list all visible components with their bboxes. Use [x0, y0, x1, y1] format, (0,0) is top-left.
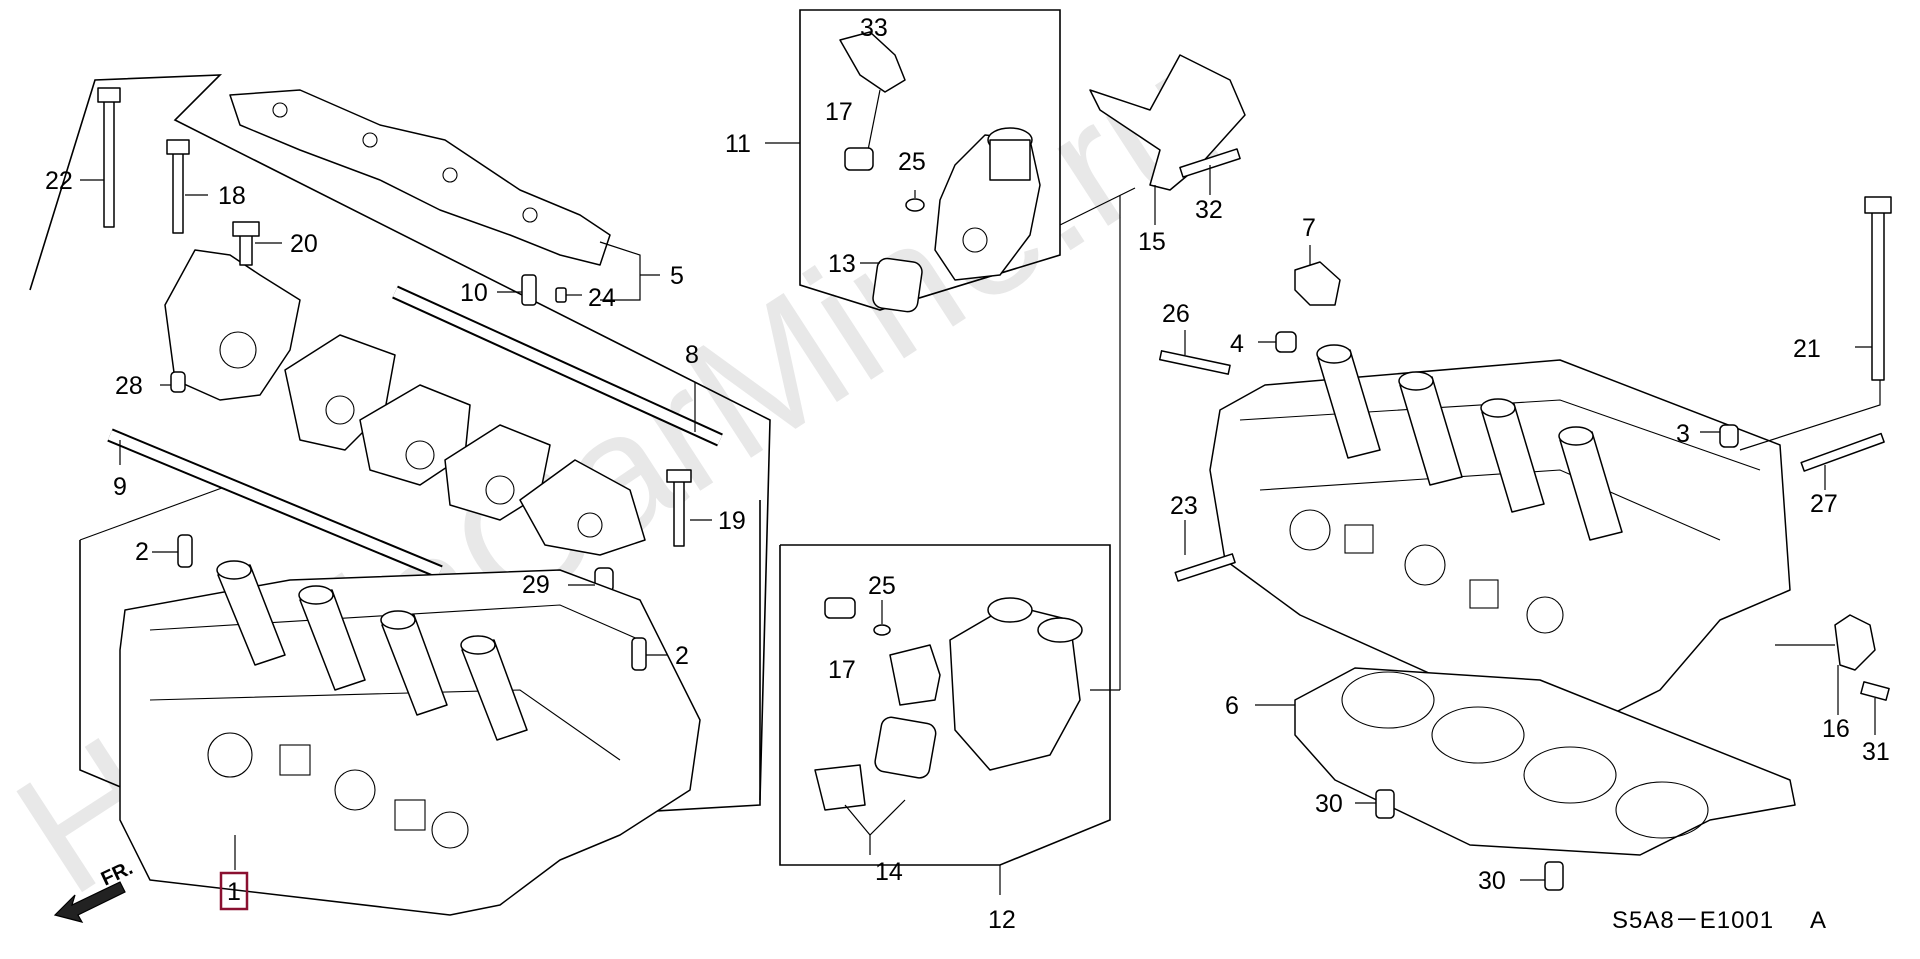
callout-25b: 25 — [868, 572, 896, 600]
callout-23: 23 — [1170, 492, 1198, 520]
vtec-solenoid-group — [765, 9, 1136, 313]
callout-21: 21 — [1793, 335, 1821, 363]
strainer-14 — [874, 716, 937, 779]
callout-33: 33 — [860, 14, 888, 42]
diagram-code-suffix: A — [1810, 907, 1827, 934]
camshaft-holder-5 — [519, 459, 646, 556]
callout-14: 14 — [875, 858, 903, 886]
camshaft-holder-1 — [164, 249, 301, 401]
washer-25b — [873, 624, 891, 636]
callout-13: 13 — [828, 250, 856, 278]
callout-labels: 22 18 20 10 24 5 8 28 9 19 29 2 2 1 33 1… — [45, 14, 1890, 934]
callout-15: 15 — [1138, 228, 1166, 256]
callout-31: 31 — [1862, 738, 1890, 766]
callout-26: 26 — [1162, 300, 1190, 328]
diagram-code: S5A8－E1001 — [1612, 907, 1774, 934]
vtec-solenoid-outline — [799, 9, 1061, 311]
callout-22: 22 — [45, 167, 73, 195]
callout-2a: 2 — [135, 538, 149, 566]
left-cylinder-head-assembly: FR. — [29, 74, 771, 923]
callout-24: 24 — [588, 284, 616, 312]
front-direction-arrow-icon — [53, 881, 126, 923]
callout-19: 19 — [718, 507, 746, 535]
callout-6: 6 — [1225, 692, 1239, 720]
callout-2b: 2 — [675, 642, 689, 670]
bolt-19 — [673, 477, 685, 547]
callout-27: 27 — [1810, 490, 1838, 518]
seal-4 — [1275, 331, 1297, 353]
oil-pressure-switch — [839, 31, 906, 93]
dowel-pin-2b — [631, 637, 647, 671]
rocker-shaft-bridge — [229, 89, 611, 266]
bolt-31 — [1860, 681, 1890, 701]
vtc-solenoid-group — [779, 544, 1111, 895]
rocker-group-outline — [29, 74, 771, 801]
sealing-bolt-17b — [824, 597, 856, 619]
callout-17a: 17 — [825, 98, 853, 126]
callout-32: 32 — [1195, 196, 1223, 224]
cap-3 — [1719, 424, 1739, 448]
stud-bolt-23 — [1174, 553, 1236, 582]
bolt-22 — [103, 91, 115, 228]
callout-18: 18 — [218, 182, 246, 210]
collar-24 — [555, 287, 567, 303]
callout-28: 28 — [115, 372, 143, 400]
callout-30b: 30 — [1478, 867, 1506, 895]
dowel-pin-28 — [170, 371, 186, 393]
dowel-pin-30b — [1544, 861, 1564, 891]
callout-9: 9 — [113, 473, 127, 501]
right-spark-plug-tubes — [1316, 344, 1623, 541]
solenoid-connector — [889, 644, 941, 706]
callout-3: 3 — [1676, 420, 1690, 448]
right-cylinder-head-assembly — [1158, 196, 1892, 891]
head-gasket — [1294, 667, 1796, 856]
collar-10 — [521, 274, 537, 306]
dowel-pin-30a — [1375, 789, 1395, 819]
dowel-pin-2a — [177, 534, 193, 568]
callout-7: 7 — [1302, 214, 1316, 242]
spark-plug-tubes — [216, 560, 528, 741]
callout-25a: 25 — [898, 148, 926, 176]
callout-16: 16 — [1822, 715, 1850, 743]
callout-12: 12 — [988, 906, 1016, 934]
callout-5: 5 — [670, 262, 684, 290]
callout-17b: 17 — [828, 656, 856, 684]
stud-bolt-26 — [1158, 350, 1231, 375]
cam-plug-7 — [1294, 261, 1341, 306]
stud-bolt-27 — [1800, 432, 1885, 472]
callout-1-highlight — [219, 871, 249, 911]
bolt-32 — [1179, 148, 1241, 178]
callout-10: 10 — [460, 279, 488, 307]
sealing-bolt-17 — [844, 147, 874, 171]
vtc-solenoid-outline — [779, 544, 1111, 866]
solenoid-gasket-13 — [872, 257, 923, 313]
o-ring-set-14 — [814, 764, 866, 811]
bolt-18 — [172, 147, 184, 234]
bracket-group — [1089, 54, 1246, 691]
callout-30a: 30 — [1315, 790, 1343, 818]
callout-8: 8 — [685, 341, 699, 369]
callout-11: 11 — [725, 130, 751, 158]
washer-25 — [905, 198, 925, 212]
callout-4: 4 — [1230, 330, 1244, 358]
callout-1: 1 — [227, 878, 241, 906]
callout-20: 20 — [290, 230, 318, 258]
bolt-21 — [1871, 209, 1885, 381]
callout-29: 29 — [522, 571, 550, 599]
engine-hanger-16 — [1834, 614, 1876, 671]
